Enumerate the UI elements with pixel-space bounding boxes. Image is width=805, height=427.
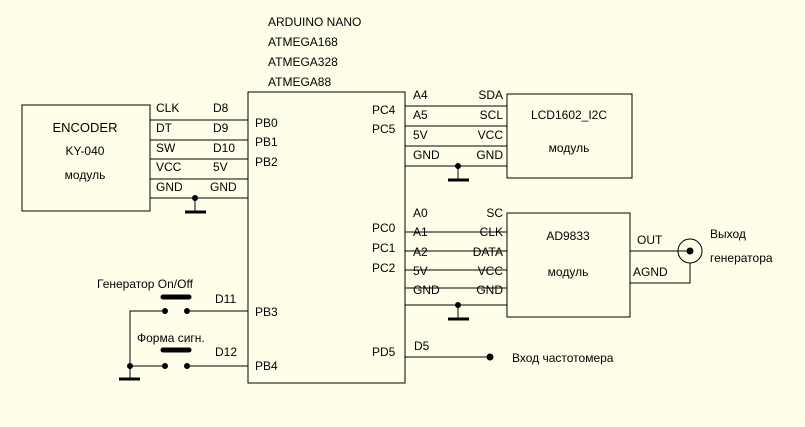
dds-pin: CLK: [480, 225, 503, 239]
pin-pc1: PC1: [372, 241, 396, 255]
mcu-box: [247, 91, 406, 384]
ground-symbol: [119, 363, 140, 381]
ground-symbol: [448, 302, 469, 321]
pin-pb4: PB4: [255, 359, 278, 373]
button-label: Форма сигн.: [137, 331, 205, 345]
lcd-name: LCD1602_I2C: [531, 108, 607, 122]
output-label: генератора: [710, 251, 773, 265]
freq-net: D5: [414, 339, 430, 353]
mcu-title: ARDUINO NANO ATMEGA168 ATMEGA328 ATMEGA8…: [268, 15, 361, 89]
lcd-net: 5V: [413, 128, 428, 142]
pin-pc2: PC2: [372, 261, 396, 275]
dds-net: A0: [413, 206, 428, 220]
encoder-model: KY-040: [66, 144, 105, 158]
encoder-pin: CLK: [156, 101, 179, 115]
dds-out-pin: OUT: [637, 233, 663, 247]
dds-pin: DATA: [473, 245, 503, 259]
dds-pin: GND: [476, 283, 503, 297]
encoder-name: ENCODER: [52, 120, 117, 135]
dds-net: A1: [413, 225, 428, 239]
pin-pc5: PC5: [372, 122, 396, 136]
dds-box: [506, 212, 631, 318]
encoder-wires: [150, 119, 248, 199]
button-net: D11: [215, 292, 236, 306]
dds-pin: VCC: [478, 264, 504, 278]
encoder-net: GND: [210, 180, 237, 194]
encoder-pin: VCC: [156, 160, 182, 174]
output-label: Выход: [710, 227, 746, 241]
encoder-net: D9: [213, 121, 229, 135]
freq-label: Вход частотомера: [512, 351, 614, 365]
mcu-title-line: ATMEGA168: [268, 35, 338, 49]
mcu-title-line: ARDUINO NANO: [268, 15, 361, 29]
dds-net: 5V: [413, 264, 428, 278]
encoder-net: D10: [213, 141, 235, 155]
pushbutton-waveform: [130, 347, 248, 369]
ground-symbol: [448, 163, 469, 182]
dds-net: A2: [413, 245, 428, 259]
lcd-pin: SDA: [478, 88, 503, 102]
encoder-net: D8: [213, 101, 229, 115]
encoder-pin: GND: [156, 180, 183, 194]
ground-symbol: [185, 195, 206, 214]
pin-pb0: PB0: [255, 116, 278, 130]
pin-pc0: PC0: [372, 221, 396, 235]
encoder-box: [21, 104, 151, 212]
encoder-type: модуль: [65, 168, 106, 182]
dds-name: AD9833: [546, 229, 590, 243]
pin-pc4: PC4: [372, 103, 396, 117]
pin-pd5: PD5: [372, 345, 396, 359]
lcd-net: A4: [413, 88, 428, 102]
button-net: D12: [215, 345, 237, 359]
lcd-net: A5: [413, 108, 428, 122]
freq-terminal: [486, 353, 494, 361]
mcu-title-line: ATMEGA328: [268, 55, 338, 69]
lcd-type: модуль: [549, 141, 590, 155]
output-connector: [630, 238, 703, 284]
pin-pb3: PB3: [255, 305, 278, 319]
lcd-pin: VCC: [478, 128, 504, 142]
dds-pin: SC: [486, 206, 503, 220]
pin-pb2: PB2: [255, 155, 278, 169]
encoder-pin: SW: [156, 141, 176, 155]
lcd-pin: GND: [476, 148, 503, 162]
encoder-pin: DT: [156, 121, 173, 135]
dds-type: модуль: [548, 265, 589, 279]
mcu-title-line: ATMEGA88: [268, 75, 331, 89]
lcd-pin: SCL: [480, 108, 504, 122]
pushbutton-generator: [129, 294, 248, 366]
dds-agnd-pin: AGND: [633, 265, 668, 279]
lcd-box: [506, 93, 633, 179]
dds-net: GND: [413, 283, 440, 297]
lcd-net: GND: [413, 148, 440, 162]
encoder-net: 5V: [213, 160, 228, 174]
button-label: Генератор On/Off: [97, 277, 194, 291]
pin-pb1: PB1: [255, 135, 278, 149]
